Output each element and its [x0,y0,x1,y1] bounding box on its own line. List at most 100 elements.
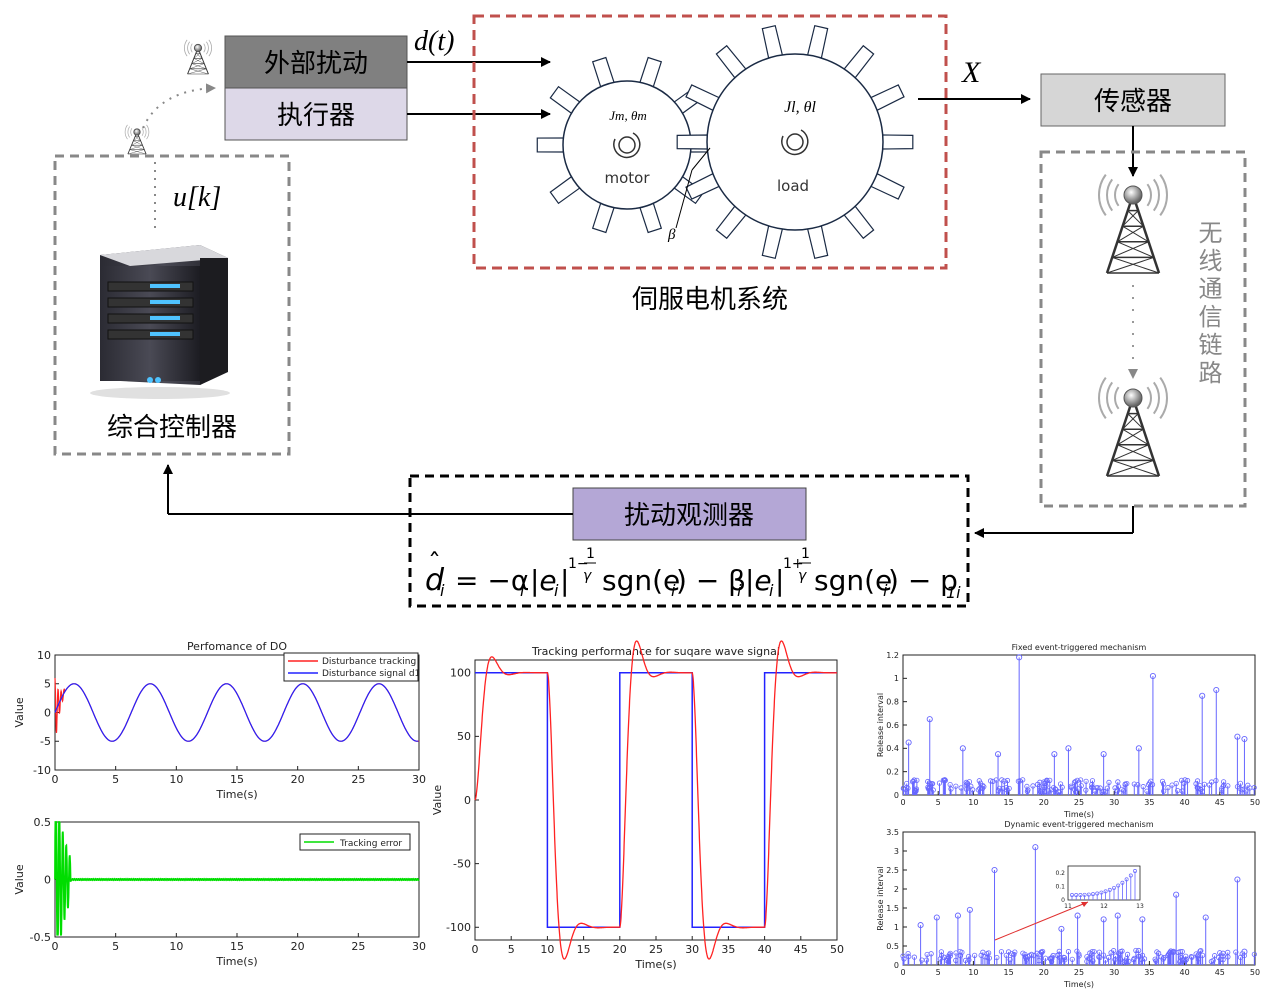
legend-box [283,652,419,682]
stem-peak-marker [917,922,924,929]
formula-part: 1+ [783,556,804,572]
stem-marker [1069,956,1075,962]
tower-brace [1112,256,1160,274]
disturbance-label: 外部扰动 [264,49,368,79]
stem-peak-marker [926,716,933,723]
tower-brace [1122,225,1149,243]
x-tick-label: 35 [1144,798,1154,807]
chart-title: Fixed event-triggered mechanism [1012,643,1147,652]
inset-stem-marker [1070,893,1074,897]
stem-marker [1188,954,1194,960]
stem-marker [1193,951,1199,957]
stem-marker [1221,779,1227,785]
inset-stem-marker [1086,892,1091,897]
signal-wave [1106,381,1114,415]
x-axis-label: Time(s) [1063,980,1094,989]
gear-body [562,80,692,210]
stem-marker [1073,789,1079,795]
inset-stem-marker [1112,885,1116,890]
stem-marker [926,785,932,791]
series-response [474,640,837,960]
stem-marker [930,787,936,793]
tower-ball [1123,185,1143,205]
gear-tooth [639,202,663,234]
formula-part: 1i [946,583,961,602]
formula-part: ˆ [428,549,441,579]
formula-part: |e [745,564,772,597]
signal-wave [146,124,150,140]
tower-brace [129,149,147,155]
controller-box [53,154,291,456]
stem-peak-marker [991,866,998,874]
tower-brace [1112,459,1160,477]
gear-hub [618,136,636,154]
plot-area [902,654,1256,796]
x-tick-label: 20 [613,943,627,956]
gear-tooth [761,225,784,260]
stem-marker [1220,950,1226,956]
stem-peak-marker [966,906,973,913]
signal-wave [1106,178,1114,212]
signal-wave [1146,183,1152,207]
x-signal-label: X [961,56,982,89]
x-tick-label: 10 [169,773,183,786]
d-signal-label: d(t) [414,26,454,57]
tower-brace [189,63,205,69]
stem-marker [1011,951,1017,958]
stem-marker [1052,786,1058,792]
stem-marker [1114,788,1120,794]
tower-brace [1127,210,1144,227]
stem-marker [1007,957,1013,963]
stem-marker [913,786,920,792]
legend-label: Tracking error [339,839,402,849]
stem-marker [1045,788,1051,794]
x-tick-label: 20 [291,773,305,786]
signal-wave [205,41,209,55]
stem-marker [947,781,953,788]
inset-stem-marker [1124,877,1129,882]
stem-marker [1135,782,1141,788]
stem-peak-marker [1173,891,1180,898]
inset-y-tick: 0 [1061,897,1065,904]
chart-title: Dynamic event-triggered mechanism [1004,820,1153,829]
stem-marker [1160,781,1167,787]
inset-x-tick: 13 [1136,903,1144,910]
stem-marker [1036,952,1042,958]
stem-peak-marker [1100,751,1107,758]
x-tick-label: 30 [1109,968,1119,977]
x-tick-label: 15 [1004,798,1014,807]
signal-wave [1098,174,1107,216]
x-tick-label: 0 [52,773,59,786]
inset-x-tick: 12 [1100,903,1108,910]
x-tick-label: 50 [1250,968,1260,977]
formula-part: |e [530,564,557,597]
stem-marker [1035,781,1041,787]
x-tick-label: 10 [968,968,978,977]
tower-icon [1098,377,1168,477]
inset-stem-marker [1099,890,1104,895]
stem-marker [1117,956,1124,962]
stem-marker [1089,948,1095,955]
formula-part: sgn(e [814,564,892,597]
servo-system-label: 伺服电机系统 [632,285,788,315]
disturbance-box [224,35,408,89]
x-tick-label: 15 [577,943,591,956]
x-tick-label: 45 [1215,798,1225,807]
x-tick-label: 10 [540,943,554,956]
stem-marker [1136,947,1142,954]
stem-marker [1000,786,1006,792]
signal-wave [143,126,147,138]
series-reference [475,671,837,929]
stem-marker [1194,778,1201,784]
inset-stem-marker [1082,892,1087,897]
stem-marker [964,780,970,787]
y-tick-label: 3.5 [886,828,899,837]
signal-wave [124,124,128,140]
signal-wave [184,39,188,57]
inset-stem-marker [1078,892,1083,897]
x-tick-label: 30 [685,943,699,956]
